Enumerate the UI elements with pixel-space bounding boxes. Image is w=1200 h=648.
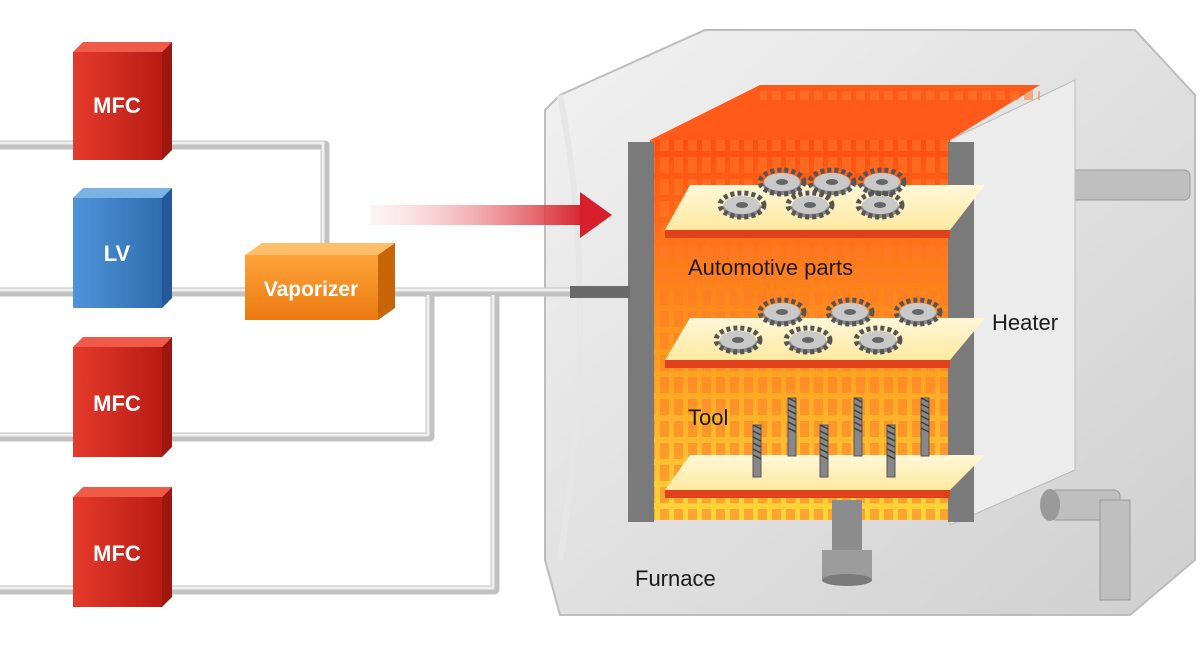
mfc-box-1: MFC <box>73 42 172 160</box>
furnace-support-post <box>822 500 872 586</box>
gear-icon <box>893 297 943 327</box>
gas-flow-arrow <box>370 192 612 238</box>
vaporizer-box: Vaporizer <box>245 243 395 320</box>
drill-bit-icon <box>787 397 797 457</box>
automotive-parts-gears <box>713 167 943 355</box>
gear-icon <box>855 190 905 220</box>
automotive-parts-label: Automotive parts <box>688 255 853 280</box>
drill-bit-icon <box>819 424 829 478</box>
tool-label: Tool <box>688 405 728 430</box>
drill-bit-icon <box>920 397 930 457</box>
furnace-label: Furnace <box>635 566 716 591</box>
vaporizer-label: Vaporizer <box>264 278 359 301</box>
mfc-2-label: MFC <box>93 391 141 416</box>
mfc-box-3: MFC <box>73 487 172 607</box>
chamber-pillar-left <box>628 142 654 522</box>
heater-label: Heater <box>992 310 1058 335</box>
gear-icon <box>713 325 763 355</box>
mfc-1-label: MFC <box>93 93 141 118</box>
gear-icon <box>857 167 907 197</box>
tool-drill-bits <box>752 397 930 478</box>
gear-icon <box>783 325 833 355</box>
gear-icon <box>757 297 807 327</box>
gear-icon <box>853 325 903 355</box>
mfc-box-2: MFC <box>73 337 172 457</box>
gear-icon <box>757 167 807 197</box>
drill-bit-icon <box>886 424 896 478</box>
mfc-3-label: MFC <box>93 541 141 566</box>
furnace-inlet-pipe <box>570 286 630 298</box>
drill-bit-icon <box>853 397 863 457</box>
gear-icon <box>825 297 875 327</box>
lv-label: LV <box>104 241 131 266</box>
gear-icon <box>807 167 857 197</box>
heater-pipe-bottom <box>1040 489 1131 601</box>
lv-box: LV <box>73 188 172 308</box>
drill-bit-icon <box>752 424 762 478</box>
gear-icon <box>785 190 835 220</box>
gear-icon <box>717 190 767 220</box>
